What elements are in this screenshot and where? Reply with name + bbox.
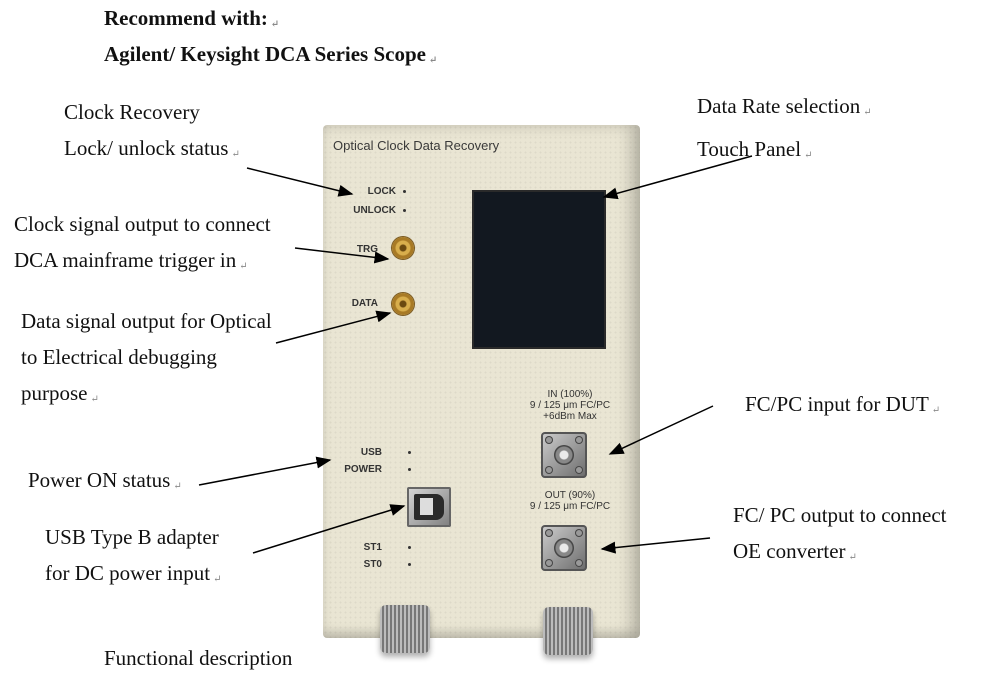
screw-icon [545, 529, 553, 537]
annotation-line: USB Type B adapter [45, 525, 219, 549]
annotation-line: for DC power input [45, 561, 211, 585]
paragraph-mark-icon: ↵ [90, 394, 99, 405]
annotation-line: Lock/ unlock status [64, 136, 229, 160]
annotation-line: Data signal output for Optical [21, 309, 272, 333]
arrow-lock-status [246, 167, 354, 197]
arrow-usb [252, 504, 406, 554]
usb-led [408, 451, 411, 454]
annotation-line: FC/ PC output to connect [733, 503, 947, 527]
st1-label: ST1 [363, 542, 382, 553]
device-title: Optical Clock Data Recovery [333, 138, 500, 153]
paragraph-mark-icon: ↵ [863, 107, 872, 118]
figure-caption: Functional description [104, 646, 293, 670]
arrow-power [198, 456, 332, 486]
fc-in-label-line1: IN (100%) [547, 389, 593, 400]
fc-out-label-line2: 9 / 125 μm FC/PC [529, 501, 611, 512]
arrow-trg [294, 247, 390, 264]
screw-icon [545, 436, 553, 444]
paragraph-mark-icon: ↵ [239, 261, 248, 272]
st0-label: ST0 [363, 559, 382, 570]
recommend-line1: Recommend with: [104, 6, 268, 30]
fc-in-label: IN (100%) 9 / 125 μm FC/PC +6dBm Max [500, 389, 640, 422]
annotation-clock-recovery: Clock Recovery Lock/ unlock status↵ [64, 94, 240, 173]
fc-pc-output-connector[interactable] [541, 525, 587, 571]
paragraph-mark-icon: ↵ [804, 150, 813, 161]
fc-out-label: OUT (90%) 9 / 125 μm FC/PC [500, 490, 640, 512]
data-label: DATA [351, 298, 378, 309]
paragraph-mark-icon: ↵ [848, 552, 857, 563]
recommend-heading: Recommend with:↵ [104, 6, 279, 31]
paragraph-mark-icon: ↵ [270, 19, 280, 30]
annotation-line: FC/PC input for DUT [745, 392, 929, 416]
usb-label: USB [360, 447, 382, 458]
screw-icon [575, 466, 583, 474]
annotation-line: Clock signal output to connect [14, 212, 271, 236]
annotation-power-on: Power ON status↵ [28, 462, 182, 505]
power-led [408, 468, 411, 471]
annotation-line: Data Rate selection [697, 94, 861, 118]
recommend-line2: Agilent/ Keysight DCA Series Scope [104, 42, 426, 66]
fc-in-label-line2: 9 / 125 μm FC/PC [529, 400, 611, 411]
paragraph-mark-icon: ↵ [173, 481, 182, 492]
annotation-line: DCA mainframe trigger in [14, 248, 237, 272]
left-thumbscrew[interactable] [380, 605, 430, 653]
annotation-fc-output: FC/ PC output to connect OE converter↵ [733, 497, 947, 576]
annotation-line: purpose [21, 381, 88, 405]
right-thumbscrew[interactable] [543, 607, 593, 655]
fiber-ferrule-icon [554, 538, 574, 558]
annotation-line: Clock Recovery [64, 100, 200, 124]
screw-icon [545, 559, 553, 567]
arrow-touch-panel [602, 155, 753, 200]
annotation-clock-signal: Clock signal output to connect DCA mainf… [14, 206, 271, 285]
lock-led [403, 190, 406, 193]
trg-sma-connector[interactable] [392, 237, 414, 259]
lock-label: LOCK [367, 186, 396, 197]
screw-icon [575, 436, 583, 444]
touch-panel-screen[interactable] [472, 190, 606, 349]
st0-led [408, 563, 411, 566]
usb-type-b-port[interactable] [407, 487, 451, 527]
annotation-line: Touch Panel [697, 137, 802, 161]
annotation-line: OE converter [733, 539, 846, 563]
annotation-usb-type-b: USB Type B adapter for DC power input↵ [45, 519, 221, 598]
arrow-fc-input [608, 405, 714, 455]
paragraph-mark-icon: ↵ [428, 55, 438, 66]
paragraph-mark-icon: ↵ [213, 574, 222, 585]
power-label: POWER [344, 464, 382, 475]
fiber-ferrule-icon [554, 445, 574, 465]
annotation-fc-input: FC/PC input for DUT↵ [745, 386, 940, 429]
st1-led [408, 546, 411, 549]
annotation-data-rate: Data Rate selection↵ Touch Panel↵ [697, 88, 872, 174]
screw-icon [575, 529, 583, 537]
annotation-data-signal: Data signal output for Optical to Electr… [21, 303, 272, 418]
fc-out-label-line1: OUT (90%) [544, 490, 596, 501]
data-sma-connector[interactable] [392, 293, 414, 315]
arrow-fc-output [600, 537, 711, 554]
unlock-led [403, 209, 406, 212]
unlock-label: UNLOCK [353, 205, 396, 216]
usb-port-tab [420, 498, 433, 515]
screw-icon [575, 559, 583, 567]
annotation-line: to Electrical debugging [21, 345, 217, 369]
screw-icon [545, 466, 553, 474]
trg-label: TRG [356, 244, 378, 255]
annotation-line: Power ON status [28, 468, 171, 492]
recommend-scope: Agilent/ Keysight DCA Series Scope↵ [104, 42, 437, 67]
fc-pc-input-connector[interactable] [541, 432, 587, 478]
fc-in-label-line3: +6dBm Max [543, 411, 597, 422]
paragraph-mark-icon: ↵ [931, 405, 941, 416]
paragraph-mark-icon: ↵ [231, 149, 240, 160]
arrow-data [275, 310, 392, 344]
